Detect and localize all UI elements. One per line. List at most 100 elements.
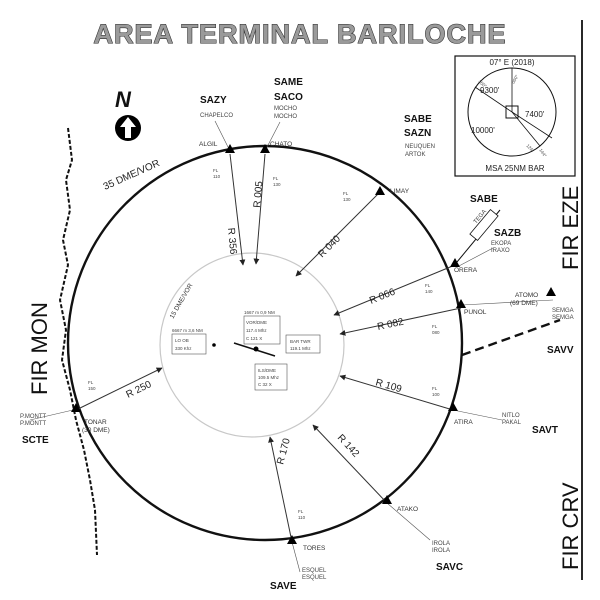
msa-variation: 07° E (2018) (489, 58, 534, 67)
fir-boundary-savv (461, 318, 561, 357)
radial-r005: R 005 (252, 180, 265, 208)
twr-info-box (285, 334, 321, 354)
arc-label-15dme: 15 DME/VOR (169, 282, 195, 320)
fir-point-artok: ARTOK (405, 152, 425, 158)
fl-tonar-label: FL (88, 380, 94, 385)
fl-algil-value: 110 (213, 174, 221, 179)
station-sazb: SAZB (494, 228, 521, 239)
radial-r356: R 356 (225, 227, 238, 255)
station-savc: SAVC (436, 562, 463, 573)
msa-bearing-350: 350° (477, 79, 487, 89)
msa-sector-e: 7400' (525, 110, 545, 119)
msa-caption: MSA 25NM BAR (485, 164, 544, 173)
vor-channel: C 121 X (246, 336, 262, 341)
ndb-icon (212, 343, 216, 347)
station-sabe: SABE (470, 194, 498, 205)
radial-r250: R 250 (124, 379, 153, 401)
waypoint-markers (71, 144, 556, 544)
vor-freq: 117.4 Mhz (246, 328, 267, 333)
waypoint-tores: TORES (303, 545, 326, 552)
waypoint-tonar: TONAR (84, 419, 107, 426)
fl-tonar-value: 150 (88, 386, 96, 391)
waypoint-chato: CHATO (270, 141, 292, 148)
ils-channel: C 32 X (258, 382, 272, 387)
arc-label-35dme: 35 DME/VOR (102, 158, 162, 193)
waypoint-tonar-dme: (30 DME) (82, 427, 110, 434)
fl-tores-value: 110 (298, 515, 306, 520)
msa-vor-symbol-icon (505, 105, 519, 119)
msa-bearing-000: 000° (511, 74, 520, 85)
fir-eze-label: FIR EZE (558, 186, 583, 270)
ndb-name: LO OB (175, 338, 189, 343)
station-savv: SAVV (547, 345, 574, 356)
fir-point-neuquen: NEUQUEN (405, 144, 435, 150)
ndb-freq: 330 Khz (175, 346, 192, 351)
fir-point-irola-1: IROLA (432, 541, 450, 547)
radial-lines (75, 153, 462, 543)
ils-freq: 109.5 Mhz (258, 375, 280, 380)
msa-bearing-124: 124° (525, 143, 535, 153)
north-label: N (115, 87, 132, 112)
fir-point-mocho-1: MOCHO (274, 106, 297, 112)
fl-orera-value: 140 (425, 289, 433, 294)
ndb-info-box (171, 333, 207, 355)
twr-freq: 119.1 Mhz (290, 346, 311, 351)
station-sazn: SAZN (404, 128, 431, 139)
fir-point-montt-1: P.MONTT (20, 414, 47, 420)
fl-chato-label: FL (273, 176, 279, 181)
radial-r040: R 040 (316, 233, 343, 260)
fl-punol-label: FL (432, 324, 438, 329)
navaid-dist: 1667 m 0,9 NM (244, 310, 275, 315)
fl-atira-value: 100 (432, 392, 440, 397)
fir-point-pakal: PAKAL (502, 420, 522, 426)
fl-chato-value: 130 (273, 182, 281, 187)
waypoint-limay: LIMAY (390, 188, 410, 195)
station-saco: SACO (274, 92, 303, 103)
twr-name: BAR TWR (290, 339, 311, 344)
fl-algil-label: FL (213, 168, 219, 173)
fir-point-semga-1: SEMGA (552, 308, 574, 314)
fir-point-mocho-2: MOCHO (274, 114, 297, 120)
station-sabe-top: SABE (404, 114, 432, 125)
fl-tores-label: FL (298, 509, 304, 514)
fir-point-semga-2: SEMGA (552, 315, 574, 321)
fl-orera-label: FL (425, 283, 431, 288)
msa-sector-sw: 10000' (471, 126, 495, 135)
fir-mon-label: FIR MON (27, 302, 52, 395)
fl-atira-label: FL (432, 386, 438, 391)
fir-crv-label: FIR CRV (558, 482, 583, 570)
waypoint-algil: ALGIL (199, 141, 218, 148)
fir-point-irola-2: IROLA (432, 548, 450, 554)
inner-15dme-arc (159, 252, 345, 438)
fir-point-iraxo: IRAXO (491, 248, 510, 254)
fir-point-ekopa: EKOPA (491, 241, 511, 247)
vor-info-box (243, 315, 281, 345)
fir-point-chapelco: CHAPELCO (200, 113, 233, 119)
north-arrow-glyph-icon (120, 117, 136, 138)
radial-r066: R 066 (368, 286, 397, 306)
radial-r170: R 170 (275, 437, 293, 466)
fl-punol-value: 080 (432, 330, 440, 335)
fir-point-esquel-2: ESQUEL (302, 575, 327, 581)
station-same: SAME (274, 77, 303, 88)
fir-boundary-west (58, 127, 98, 556)
waypoint-orera: ORERA (454, 267, 478, 274)
ndb-dist: 6667 m 3,6 NM (172, 328, 203, 333)
radial-r082: R 082 (376, 317, 405, 333)
waypoint-atomo-dme: (69 DME) (510, 300, 538, 307)
waypoint-punol: PUNOL (464, 309, 487, 316)
fir-point-nitlo: NITLO (502, 413, 520, 419)
ils-info-box (254, 363, 288, 391)
radial-r142: R 142 (335, 433, 362, 460)
fir-point-esquel-1: ESQUEL (302, 568, 327, 574)
fl-limay-value: 130 (343, 197, 351, 202)
fir-point-montt-2: P.MONTT (20, 421, 47, 427)
chart-title: AREA TERMINAL BARILOCHE (94, 19, 507, 49)
ils-name: ILS/DME (258, 368, 276, 373)
waypoint-atomo: ATOMO (515, 292, 538, 299)
msa-bearing-144: 144° (538, 148, 548, 159)
msa-sector-nw: 9300' (480, 86, 500, 95)
radial-r109: R 109 (374, 377, 403, 395)
waypoint-atira: ATIRA (454, 419, 473, 426)
